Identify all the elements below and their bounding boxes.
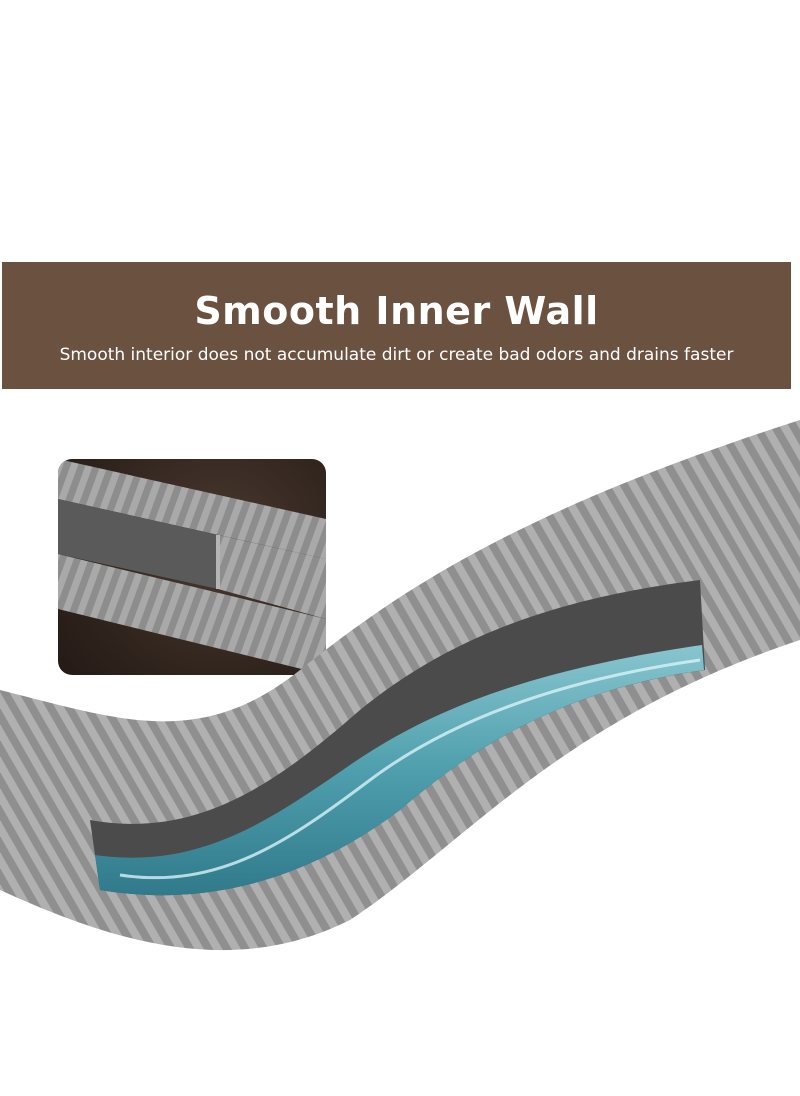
banner-title: Smooth Inner Wall (194, 289, 599, 333)
banner-subtitle: Smooth interior does not accumulate dirt… (59, 345, 734, 365)
water-flow (95, 645, 704, 896)
closeup-smooth-interior (58, 499, 218, 589)
closeup-upper-ribs (58, 459, 326, 559)
water-highlight (119, 658, 701, 880)
inner-wall-closeup-image (58, 459, 326, 675)
closeup-hose-illustration (58, 459, 326, 675)
closeup-cut-edge (218, 535, 326, 619)
closeup-lower-ribs (58, 554, 326, 675)
hose-cutaway-illustration (0, 420, 800, 951)
feature-banner: Smooth Inner Wall Smooth interior does n… (2, 262, 791, 389)
